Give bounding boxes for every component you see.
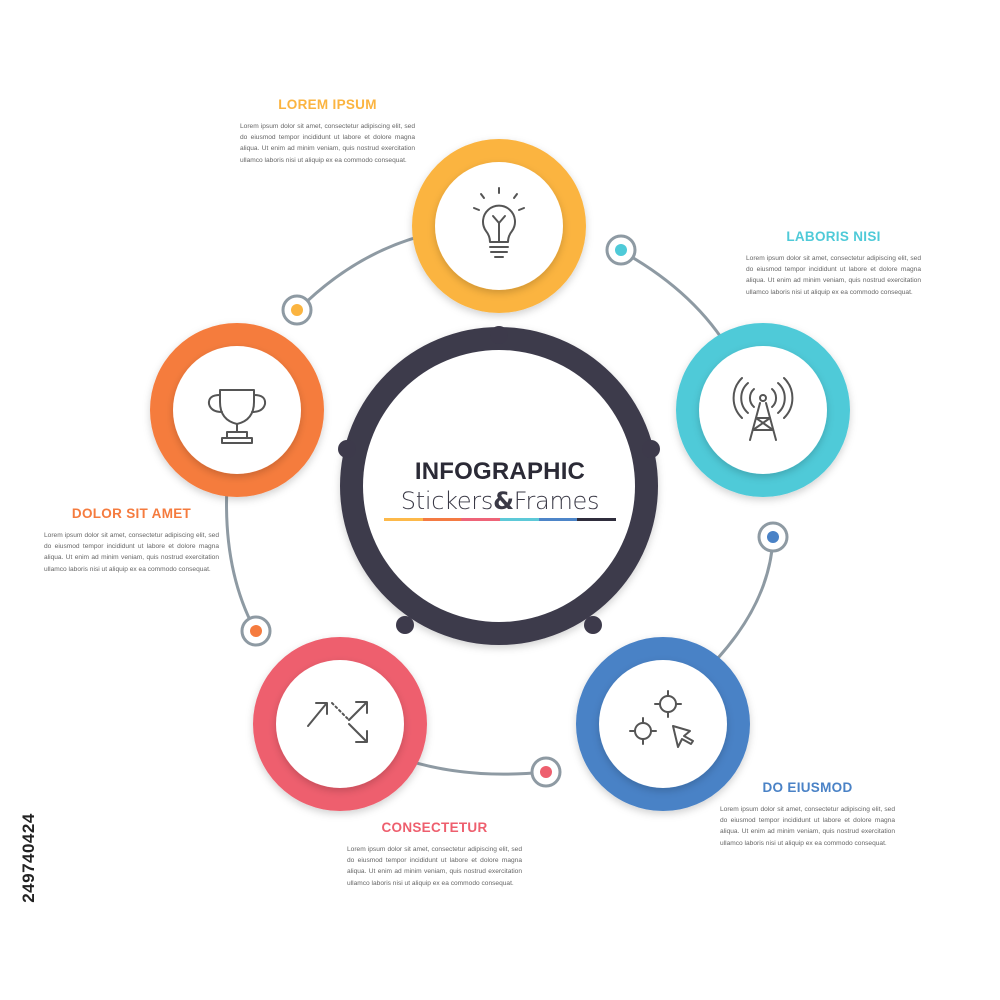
center-subheading-part-a: Stickers bbox=[400, 487, 494, 515]
connector-dot-2 bbox=[605, 234, 637, 266]
step-block-lorem-ipsum: LOREM IPSUM Lorem ipsum dolor sit amet, … bbox=[240, 97, 415, 166]
stripe-segment bbox=[577, 518, 617, 521]
stock-id-text: 249740424 bbox=[19, 813, 38, 903]
target-cursor-icon bbox=[629, 690, 694, 748]
connector-dot-3 bbox=[757, 521, 789, 553]
step-text: Lorem ipsum dolor sit amet, consectetur … bbox=[347, 846, 522, 887]
step-ring-trend[interactable] bbox=[253, 637, 427, 811]
antenna-tower-icon bbox=[732, 377, 794, 441]
center-title: INFOGRAPHIC Stickers&Frames bbox=[365, 458, 635, 521]
connector-dot-4 bbox=[530, 756, 562, 788]
step-block-dolor-sit-amet: DOLOR SIT AMET Lorem ipsum dolor sit ame… bbox=[44, 506, 219, 575]
step-block-do-eiusmod: DO EIUSMOD Lorem ipsum dolor sit amet, c… bbox=[720, 780, 895, 849]
center-subheading-part-b: Frames bbox=[513, 487, 600, 515]
step-text: Lorem ipsum dolor sit amet, consectetur … bbox=[44, 532, 219, 573]
step-text: Lorem ipsum dolor sit amet, consectetur … bbox=[240, 123, 415, 164]
trophy-icon bbox=[207, 389, 267, 444]
step-title: CONSECTETUR bbox=[381, 820, 488, 835]
step-title: LOREM IPSUM bbox=[278, 97, 377, 112]
stripe-segment bbox=[500, 518, 539, 521]
step-title: DOLOR SIT AMET bbox=[71, 506, 192, 521]
connector-arc-4 bbox=[398, 756, 547, 776]
connector-dot-1 bbox=[281, 294, 313, 326]
stripe-segment bbox=[422, 518, 462, 521]
stripe-segment bbox=[538, 518, 578, 521]
step-ring-target[interactable] bbox=[576, 637, 750, 811]
step-block-consectetur: CONSECTETUR Lorem ipsum dolor sit amet, … bbox=[347, 820, 522, 889]
trend-arrows-icon bbox=[307, 701, 368, 743]
step-ring-antenna[interactable] bbox=[676, 323, 850, 497]
step-ring-trophy[interactable] bbox=[150, 323, 324, 497]
center-heading: INFOGRAPHIC bbox=[414, 458, 586, 485]
step-block-laboris-nisi: LABORIS NISI Lorem ipsum dolor sit amet,… bbox=[746, 229, 921, 298]
connector-arc-3 bbox=[716, 536, 775, 660]
stripe-segment bbox=[384, 518, 423, 521]
central-hub bbox=[338, 326, 660, 645]
color-stripe-bar bbox=[384, 518, 617, 521]
connector-dot-5 bbox=[240, 615, 272, 647]
step-text: Lorem ipsum dolor sit amet, consectetur … bbox=[720, 806, 895, 847]
center-subheading-ampersand: & bbox=[493, 487, 514, 515]
step-title: LABORIS NISI bbox=[786, 229, 881, 244]
lightbulb-icon bbox=[473, 187, 525, 258]
step-text: Lorem ipsum dolor sit amet, consectetur … bbox=[746, 255, 921, 296]
stripe-segment bbox=[461, 518, 501, 521]
step-title: DO EIUSMOD bbox=[762, 780, 853, 795]
center-subheading: Stickers&Frames bbox=[365, 486, 635, 516]
stock-id-label: 249740424 bbox=[14, 758, 44, 958]
